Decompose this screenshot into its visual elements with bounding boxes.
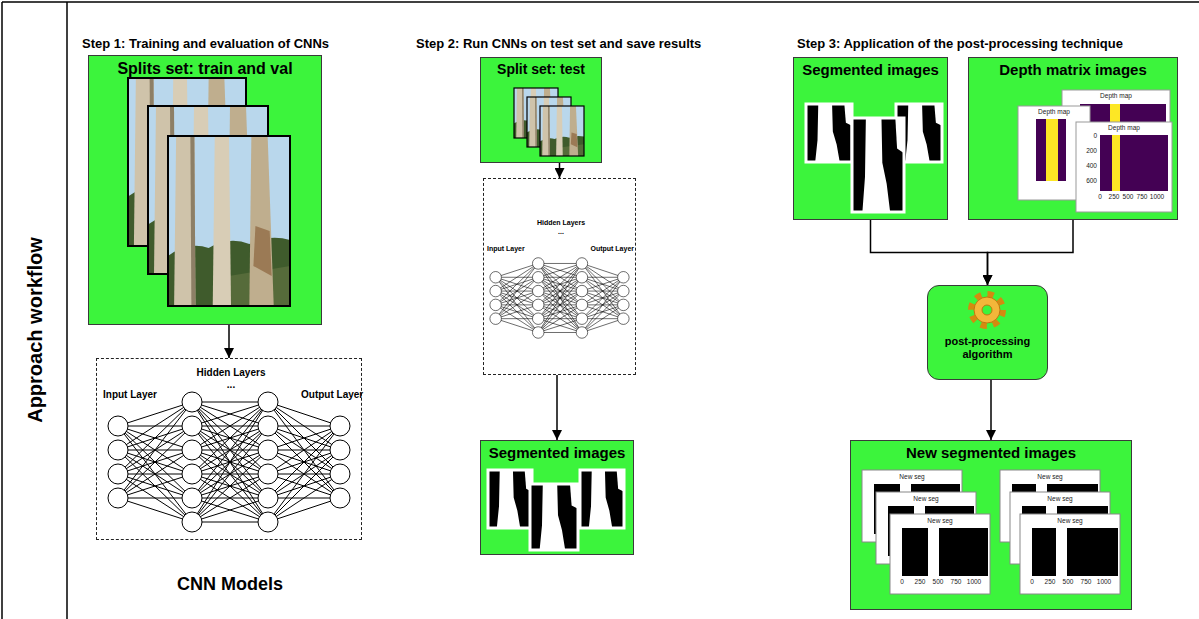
side-heading: Approach workflow: [24, 237, 46, 423]
axis-tick: 0: [1098, 193, 1102, 200]
axis-tick: 1000: [1097, 578, 1111, 585]
axis-tick: 750: [1137, 193, 1148, 200]
axis-tick: 250: [1109, 193, 1120, 200]
axis-tick: 200: [1086, 147, 1097, 154]
network-drawing: [490, 258, 629, 339]
plot-title: Depth map: [1100, 92, 1132, 99]
plot-title: New seg: [899, 473, 924, 480]
plot-title: New seg: [1047, 495, 1072, 502]
layer-label: Hidden Layers: [537, 219, 585, 227]
flow-arrow: [559, 163, 561, 178]
plot-title: New seg: [913, 495, 938, 502]
axis-tick: 500: [1123, 193, 1134, 200]
flow-arrow: [228, 325, 230, 358]
step-title: Step 3: Application of the post-processi…: [797, 37, 1123, 51]
flow-arrow: [556, 375, 558, 440]
gear-icon: [972, 295, 1002, 325]
flow-arrow: [871, 220, 988, 285]
plot-title: New seg: [1037, 473, 1062, 480]
layer-label: Hidden Layers: [197, 367, 266, 378]
box-title: Depth matrix images: [999, 61, 1147, 79]
axis-tick: 1000: [967, 578, 981, 585]
layer-label: Output Layer: [301, 389, 363, 400]
box-title: post-processing algorithm: [936, 335, 1040, 360]
axis-tick: 400: [1086, 162, 1097, 169]
layer-label: Input Layer: [487, 245, 525, 253]
layer-label: ...: [227, 379, 235, 390]
model-caption: CNN Models: [177, 575, 283, 595]
plot-title: Depth map: [1108, 124, 1140, 131]
cnn-model-box: Input Layer Hidden Layers... Output Layer: [483, 178, 636, 375]
depth-thumbnails: [1018, 90, 1172, 212]
layer-label: ...: [558, 228, 564, 236]
flow-arrow: [988, 220, 1074, 285]
axis-tick: 1000: [1150, 193, 1164, 200]
axis-tick: 500: [933, 578, 944, 585]
axis-tick: 0: [1030, 578, 1034, 585]
box-title: Splits set: train and val: [117, 59, 292, 78]
axis-tick: 0: [900, 578, 904, 585]
axis-tick: 0: [1093, 132, 1097, 139]
layer-label: Input Layer: [103, 389, 157, 400]
layer-label: Output Layer: [590, 245, 634, 253]
step-title: Step 1: Training and evaluation of CNNs: [82, 37, 329, 51]
box-title: Segmented images: [802, 61, 939, 79]
training-photos: [128, 78, 290, 306]
axis-tick: 750: [951, 578, 962, 585]
box-title: Segmented images: [489, 444, 626, 462]
plot-title: Depth map: [1038, 108, 1070, 115]
box-title: New segmented images: [906, 444, 1076, 462]
axis-tick: 500: [1063, 578, 1074, 585]
network-drawing: [108, 392, 350, 532]
axis-tick: 250: [915, 578, 926, 585]
axis-tick: 750: [1081, 578, 1092, 585]
new-segmentation-thumbnails: [862, 470, 1120, 594]
test-photos: [514, 88, 584, 156]
plot-title: New seg: [927, 517, 952, 524]
axis-tick: 250: [1045, 578, 1056, 585]
flow-arrow: [990, 380, 992, 440]
step-title: Step 2: Run CNNs on test set and save re…: [416, 37, 701, 51]
axis-tick: 600: [1086, 177, 1097, 184]
plot-title: New seg: [1057, 517, 1082, 524]
box-title: Split set: test: [497, 61, 585, 78]
